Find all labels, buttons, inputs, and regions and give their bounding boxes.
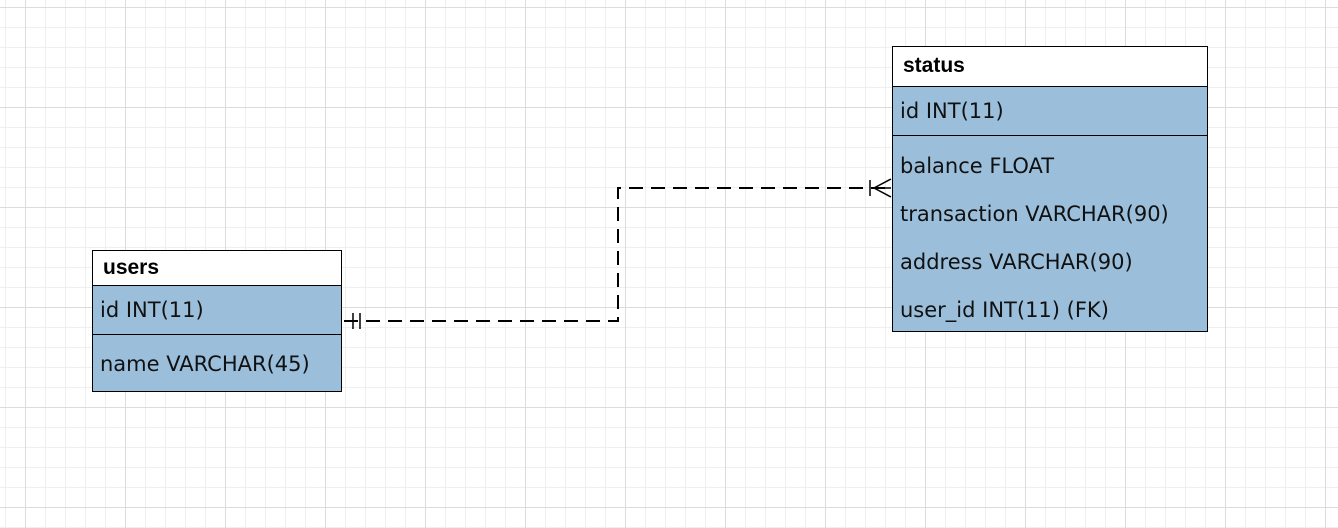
entity-users[interactable]: users id INT(11) name VARCHAR(45) (92, 250, 342, 392)
foreign-key-field[interactable]: user_id INT(11) (FK) (900, 298, 1109, 322)
attribute-field[interactable]: name VARCHAR(45) (100, 352, 310, 376)
entity-title: users (93, 251, 341, 286)
primary-key-field[interactable]: id INT(11) (900, 99, 1004, 123)
primary-key-section: id INT(11) (893, 87, 1207, 136)
primary-key-section: id INT(11) (93, 286, 341, 335)
attributes-section: name VARCHAR(45) (93, 335, 341, 391)
crows-foot-upper (873, 178, 892, 189)
entity-title: status (893, 47, 1207, 87)
attribute-field[interactable]: balance FLOAT (900, 154, 1055, 178)
relationship-line (344, 187, 891, 322)
entity-status[interactable]: status id INT(11) balance FLOAT transact… (892, 46, 1208, 332)
attribute-field[interactable]: address VARCHAR(90) (900, 250, 1133, 274)
crows-foot-lower (873, 187, 892, 198)
attributes-section: balance FLOAT transaction VARCHAR(90) ad… (893, 136, 1207, 331)
primary-key-field[interactable]: id INT(11) (100, 298, 204, 322)
attribute-field[interactable]: transaction VARCHAR(90) (900, 202, 1169, 226)
